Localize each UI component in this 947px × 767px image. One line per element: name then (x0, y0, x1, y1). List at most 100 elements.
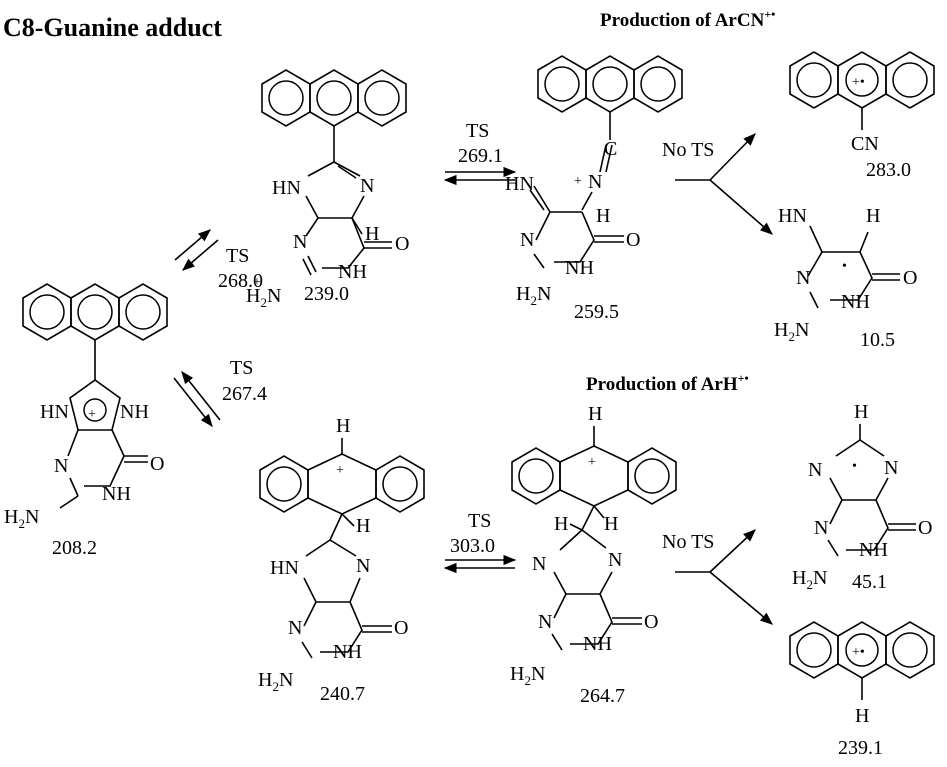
structure-45-1: H • N N O N NH H2N 45.1 (792, 401, 932, 593)
atom-h2n: H2N (4, 506, 39, 531)
svg-text:H: H (596, 205, 610, 227)
svg-text:H2N: H2N (246, 285, 281, 310)
svg-text:N: N (808, 459, 822, 481)
energy-10-5: 10.5 (860, 329, 895, 351)
equilibrium-upper-left (174, 229, 219, 271)
svg-text:•: • (852, 459, 857, 474)
svg-text:H: H (855, 705, 869, 727)
atom-o: O (150, 453, 164, 475)
svg-text:H2N: H2N (510, 663, 545, 688)
svg-text:N: N (288, 617, 302, 639)
svg-text:H: H (554, 513, 568, 535)
svg-text:H2N: H2N (258, 669, 293, 694)
svg-text:+: + (336, 463, 344, 478)
svg-text:+: + (574, 174, 582, 189)
ts-268: TS 268.0 (218, 245, 263, 292)
energy-208: 208.2 (52, 537, 97, 559)
svg-text:TS: TS (226, 245, 249, 267)
energy-259-5: 259.5 (574, 301, 619, 323)
svg-text:NH: NH (859, 539, 888, 561)
svg-text:N: N (356, 555, 370, 577)
svg-text:H: H (365, 223, 379, 245)
svg-text:H: H (866, 205, 880, 227)
svg-text:HN: HN (778, 205, 807, 227)
svg-text:N: N (538, 611, 552, 633)
scheme-title: C8-Guanine adduct (3, 13, 222, 42)
svg-text:N: N (796, 267, 810, 289)
svg-text:267.4: 267.4 (222, 383, 267, 405)
svg-text:N: N (884, 457, 898, 479)
svg-text:TS: TS (466, 120, 489, 142)
svg-text:N: N (293, 231, 307, 253)
svg-text:H: H (854, 401, 868, 423)
svg-text:TS: TS (468, 510, 491, 532)
svg-text:O: O (903, 267, 917, 289)
svg-text:No TS: No TS (662, 531, 714, 553)
svg-text:H: H (356, 515, 370, 537)
anthracene-rings (22, 283, 168, 341)
atom-nh2: NH (102, 483, 131, 505)
structure-10-5: HN H • O N NH H2N 10.5 (774, 205, 917, 351)
charge-plus: + (88, 407, 96, 422)
svg-text:O: O (918, 517, 932, 539)
svg-text:H2N: H2N (774, 319, 809, 344)
svg-text:N: N (532, 553, 546, 575)
structure-264-7: H + H H N N O N NH H2N 264.7 (510, 403, 677, 707)
svg-text:N: N (520, 229, 534, 251)
svg-text:O: O (395, 233, 409, 255)
svg-text:N: N (814, 517, 828, 539)
svg-text:HN: HN (270, 557, 299, 579)
svg-text:NH: NH (841, 291, 870, 313)
svg-text:268.0: 268.0 (218, 270, 263, 292)
svg-text:H: H (604, 513, 618, 535)
svg-text:NH: NH (565, 257, 594, 279)
svg-text:NH: NH (338, 261, 367, 283)
structure-208: HN NH + O N NH H2N 208.2 (4, 283, 168, 559)
svg-text:HN: HN (272, 177, 301, 199)
svg-text:NH: NH (333, 641, 362, 663)
svg-text:H: H (336, 415, 350, 437)
atom-hn: HN (40, 401, 69, 423)
svg-text:No TS: No TS (662, 139, 714, 161)
svg-text:+: + (253, 275, 261, 290)
structure-239-1: +• H 239.1 (789, 621, 935, 759)
atom-n: N (54, 455, 68, 477)
svg-text:303.0: 303.0 (450, 535, 495, 557)
energy-239-1: 239.1 (838, 737, 883, 759)
svg-text:H2N: H2N (792, 567, 827, 592)
structure-240-7: H + H HN N O N NH H2N 240.7 (258, 415, 425, 705)
svg-text:•: • (842, 259, 847, 274)
atom-nh: NH (120, 401, 149, 423)
heading-arh: Production of ArH+• (586, 371, 749, 395)
ts-267: TS 267.4 (222, 357, 267, 405)
energy-239-0: 239.0 (304, 283, 349, 305)
energy-264-7: 264.7 (580, 685, 625, 707)
structure-259-5: C N + HN H O N NH H2N 259.5 (505, 55, 683, 323)
energy-283-0: 283.0 (866, 159, 911, 181)
energy-45-1: 45.1 (852, 571, 887, 593)
svg-text:HN: HN (505, 173, 534, 195)
svg-text:H: H (588, 403, 602, 425)
structure-239-0: HN N H O N NH + H2N 239.0 (246, 69, 409, 310)
split-upper: No TS (662, 133, 773, 235)
svg-text:N: N (608, 549, 622, 571)
energy-240-7: 240.7 (320, 683, 365, 705)
svg-text:269.1: 269.1 (458, 145, 503, 167)
svg-text:O: O (394, 617, 408, 639)
svg-text:H2N: H2N (516, 283, 551, 308)
svg-text:N: N (588, 171, 602, 193)
heading-arcn: Production of ArCN+• (600, 7, 775, 31)
svg-text:C: C (604, 138, 617, 160)
equilibrium-lower-left (173, 370, 221, 428)
svg-text:NH: NH (583, 633, 612, 655)
svg-text:TS: TS (230, 357, 253, 379)
svg-text:CN: CN (851, 133, 879, 155)
structure-283-0: +• CN 283.0 (789, 51, 935, 181)
svg-text:O: O (626, 229, 640, 251)
svg-text:+•: +• (852, 75, 865, 90)
svg-text:N: N (360, 175, 374, 197)
equilibrium-bottom: TS 303.0 (443, 510, 517, 574)
svg-text:+•: +• (852, 645, 865, 660)
svg-text:+: + (588, 455, 596, 470)
